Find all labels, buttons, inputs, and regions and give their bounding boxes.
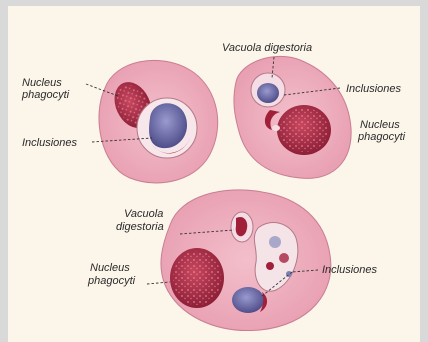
- cell-bottom: [161, 190, 331, 331]
- label-vacuole-bottom-line2: digestoria: [116, 221, 164, 233]
- label-nucleus-bottom-line1: Nucleus: [90, 262, 130, 274]
- inclusion-bottom: [232, 287, 264, 313]
- inclusion-top-right: [257, 83, 279, 103]
- label-nucleus-top-left-line1: Nucleus: [22, 77, 62, 89]
- label-nucleus-top-left-line2: phagocyti: [21, 89, 70, 101]
- cell-top-left: [99, 60, 218, 183]
- label-vacuole-bottom: Vacuola digestoria: [116, 208, 166, 233]
- label-inclusions-top-right: Inclusiones: [346, 83, 402, 95]
- label-inclusions-top-left: Inclusiones: [22, 137, 78, 149]
- label-inclusions-bottom: Inclusiones: [322, 264, 378, 276]
- label-nucleus-bottom: Nucleus phagocyti: [87, 262, 136, 287]
- label-vacuole-bottom-line1: Vacuola: [124, 208, 163, 220]
- label-nucleus-top-right: Nucleus phagocyti: [357, 119, 406, 143]
- label-nucleus-top-left: Nucleus phagocyti: [21, 77, 70, 101]
- cell-top-right: [234, 56, 351, 178]
- label-nucleus-top-right-line1: Nucleus: [360, 119, 400, 131]
- label-nucleus-bottom-line2: phagocyti: [87, 275, 136, 287]
- label-nucleus-top-right-line2: phagocyti: [357, 131, 406, 143]
- label-vacuole-top-right: Vacuola digestoria: [222, 42, 312, 54]
